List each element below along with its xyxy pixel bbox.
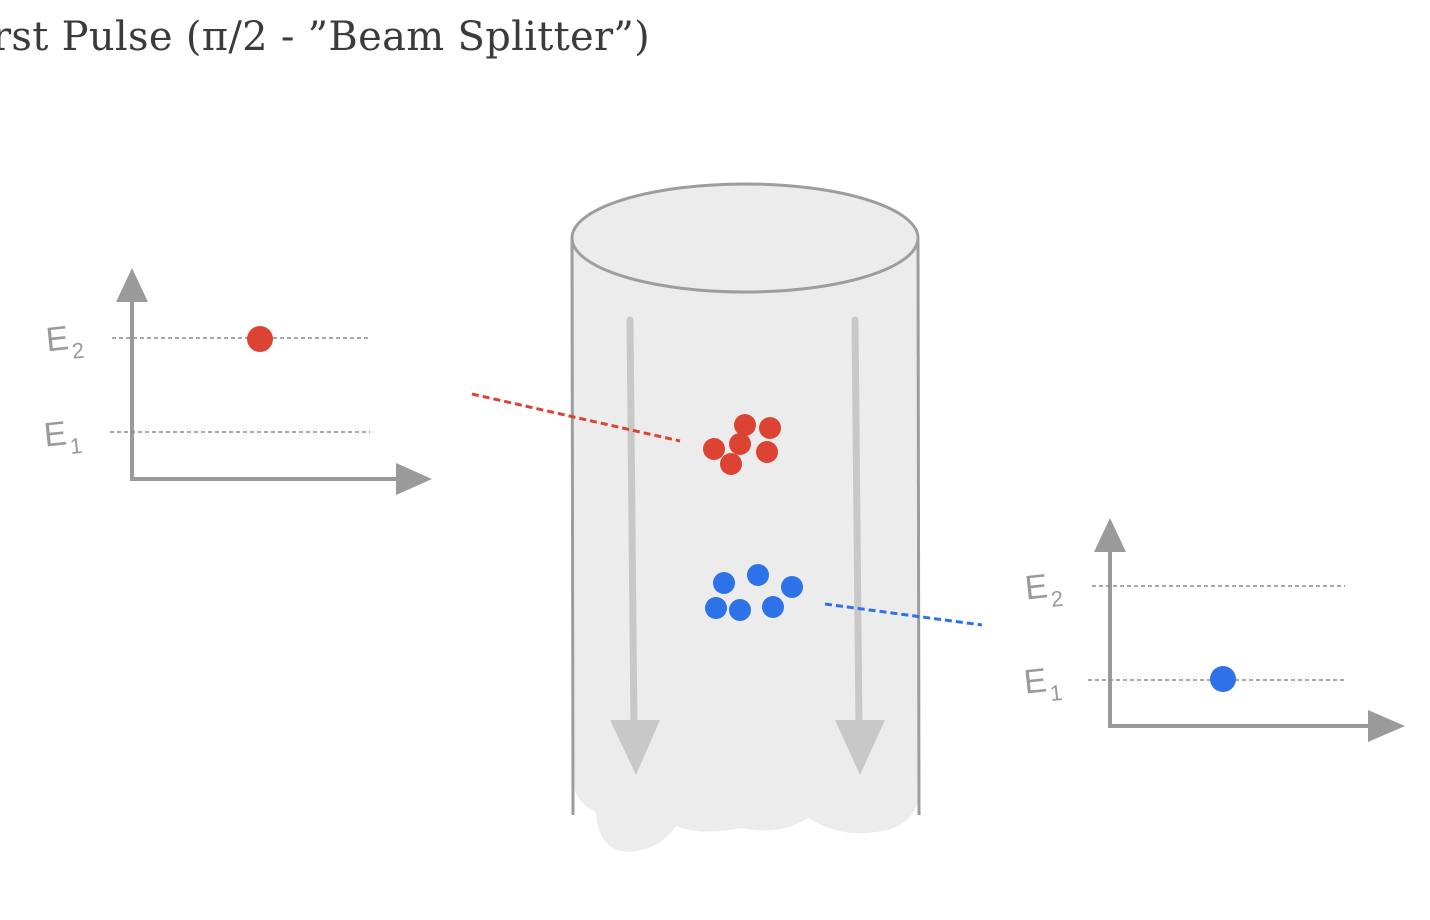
- right-upper-level-label: E2: [1023, 566, 1064, 615]
- right-y-axis-arrowhead: [1094, 518, 1126, 552]
- left-upper-level-label: E2: [44, 318, 85, 367]
- flow-arrow-right-head: [835, 720, 885, 775]
- ground-cluster: [705, 564, 803, 621]
- ground-atom: [729, 599, 751, 621]
- flow-arrow-left-shaft: [626, 316, 638, 734]
- left-y-axis-arrowhead: [116, 268, 148, 302]
- left-energy-diagram: E2 E1: [42, 268, 432, 495]
- excited-atom: [729, 433, 751, 455]
- flow-arrow-left-head: [610, 720, 660, 775]
- red-beam-dashed-line: [471, 392, 681, 443]
- excited-atom: [756, 441, 778, 463]
- ground-atom: [781, 576, 803, 598]
- ground-atom: [705, 597, 727, 619]
- tube-left-wall: [570, 237, 575, 816]
- ground-atom: [762, 596, 784, 618]
- beam-tube: [570, 182, 921, 852]
- right-energy-diagram: E2 E1: [1022, 518, 1405, 742]
- ground-atom: [747, 564, 769, 586]
- left-lower-level-label: E1: [42, 413, 83, 462]
- excited-atom: [759, 417, 781, 439]
- flow-arrow-right-shaft: [851, 316, 863, 734]
- left-x-axis-arrowhead: [396, 463, 432, 495]
- right-particle-dot: [1210, 666, 1236, 692]
- excited-atom: [720, 453, 742, 475]
- excited-atom: [703, 438, 725, 460]
- excited-atom: [734, 414, 756, 436]
- left-particle-dot: [247, 326, 273, 352]
- tube-body-fill: [571, 238, 918, 852]
- slide-title: rst Pulse (π/2 - ”Beam Splitter”): [0, 14, 651, 60]
- right-lower-level-label: E1: [1022, 660, 1063, 709]
- right-x-axis-arrowhead: [1368, 710, 1405, 742]
- tube-right-wall: [916, 237, 921, 816]
- excited-cluster: [703, 414, 781, 475]
- blue-beam-dashed-line: [824, 602, 983, 627]
- ground-atom: [713, 572, 735, 594]
- tube-top-ellipse: [570, 182, 920, 294]
